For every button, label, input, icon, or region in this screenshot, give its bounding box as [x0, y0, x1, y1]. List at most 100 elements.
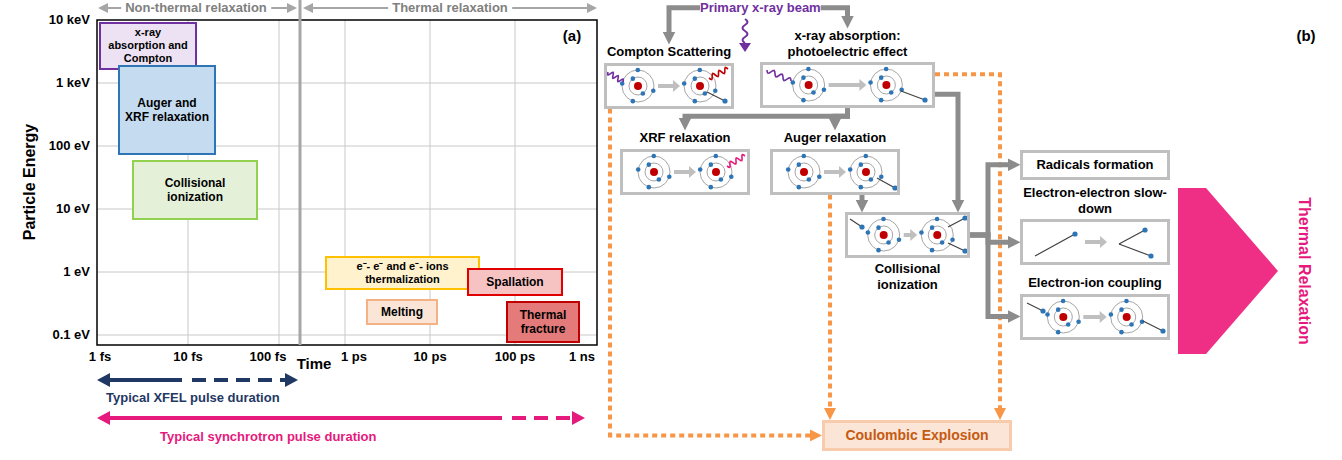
orbit	[1111, 301, 1143, 333]
nucleus	[696, 82, 704, 90]
electron	[722, 98, 727, 103]
photon-wave	[727, 154, 745, 167]
beam-label: Primary x-ray beam	[700, 0, 821, 16]
orbit	[1047, 301, 1079, 333]
node-text: Primary x-ray beam	[700, 0, 821, 16]
axis-label: 100 fs	[250, 350, 287, 365]
electron	[879, 174, 884, 179]
step-arrow	[839, 166, 846, 178]
electron-track	[877, 178, 895, 188]
xray-wave	[739, 19, 751, 52]
step-arrow	[904, 233, 912, 237]
node-text: Compton Scattering	[604, 44, 734, 63]
process-box: XRF relaxation	[620, 130, 750, 195]
xray-wave	[739, 43, 751, 52]
node-text: Auger and XRF relaxation	[124, 96, 210, 125]
electron	[1124, 298, 1129, 303]
electron	[859, 224, 864, 229]
electron	[962, 215, 967, 220]
electron	[866, 230, 871, 235]
step-arrow	[674, 170, 690, 174]
flow-arrow	[685, 108, 848, 124]
process-box: Electron-electron slow-down	[1020, 185, 1170, 265]
electron	[647, 184, 652, 189]
process-box: Radicals formation	[1020, 150, 1170, 180]
orbit	[1054, 308, 1072, 326]
process-box: Electron-ion coupling	[1020, 275, 1170, 340]
flow-arrow	[970, 235, 1014, 317]
axis-label: 1 ps	[341, 350, 367, 365]
electron	[1045, 312, 1050, 317]
node-text: Collisional ionization	[138, 176, 252, 205]
illustration-box	[760, 62, 935, 108]
step-arrow	[1100, 236, 1107, 248]
node-text: e⁻- e⁻ and e⁻- ions thermalization	[331, 260, 474, 286]
orbit	[850, 156, 882, 188]
electron-track	[707, 92, 725, 101]
illustration-box	[1020, 219, 1170, 265]
electron	[1109, 312, 1114, 317]
process-box: x-ray absorption and Compton	[99, 22, 197, 70]
process-box: Collisional ionization	[845, 212, 970, 292]
electron	[1061, 298, 1066, 303]
electron	[1076, 319, 1081, 324]
node-text: Spallation	[473, 275, 557, 289]
atom-illustration	[850, 215, 967, 253]
electron	[636, 167, 641, 172]
electron	[1119, 307, 1124, 312]
electron	[657, 177, 662, 182]
photon-wave	[767, 70, 791, 81]
electron	[935, 217, 940, 222]
process-box: Auger and XRF relaxation	[118, 65, 216, 155]
atom-illustration	[848, 215, 967, 255]
electron	[801, 98, 806, 103]
electron	[1040, 308, 1045, 313]
node-text: Thermal fracture	[512, 308, 574, 337]
regime-arrow	[303, 3, 313, 13]
electron	[802, 153, 807, 158]
illustration-box	[1020, 294, 1170, 340]
atom-illustration	[773, 152, 897, 192]
regime-divider	[299, 0, 302, 345]
step-arrow	[910, 229, 917, 241]
arrow-shape	[1178, 188, 1278, 354]
orbit	[928, 226, 946, 244]
synchrotron-arrow	[97, 411, 110, 425]
orbit	[793, 69, 825, 101]
orbit	[622, 70, 654, 102]
flow-arrow	[970, 165, 1014, 235]
orbit	[700, 156, 732, 188]
axis-label: 0.1 eV	[52, 328, 90, 343]
electron	[693, 76, 698, 81]
electron	[881, 217, 886, 222]
nucleus	[1123, 313, 1131, 321]
electron-track	[1027, 303, 1043, 311]
electron	[868, 80, 873, 85]
electron	[879, 76, 884, 81]
flow-arrow	[669, 8, 700, 38]
electron	[631, 98, 636, 103]
nucleus	[933, 231, 941, 239]
node-text: Melting	[372, 305, 432, 319]
atom-illustration	[636, 153, 745, 189]
atom-illustration	[767, 67, 928, 103]
nucleus	[882, 81, 890, 89]
orbit	[684, 70, 716, 102]
electron	[713, 88, 718, 93]
node-text: Electron-electron slow-down	[1020, 185, 1170, 219]
atom-illustration	[786, 153, 897, 190]
photon-wave	[608, 72, 624, 82]
electron	[682, 81, 687, 86]
axis-label: 10 keV	[49, 13, 90, 28]
step-arrow	[1100, 311, 1107, 323]
atom-illustration	[623, 152, 747, 192]
atom-illustration	[608, 67, 728, 103]
axis-label: Thermal relaxation	[388, 1, 512, 16]
xfel-arrow	[285, 373, 298, 387]
electron	[651, 88, 656, 93]
electron	[807, 177, 812, 182]
flow-arrow	[835, 108, 848, 124]
electron	[1148, 254, 1153, 259]
step-arrow	[689, 166, 696, 178]
electron-track	[948, 243, 965, 251]
